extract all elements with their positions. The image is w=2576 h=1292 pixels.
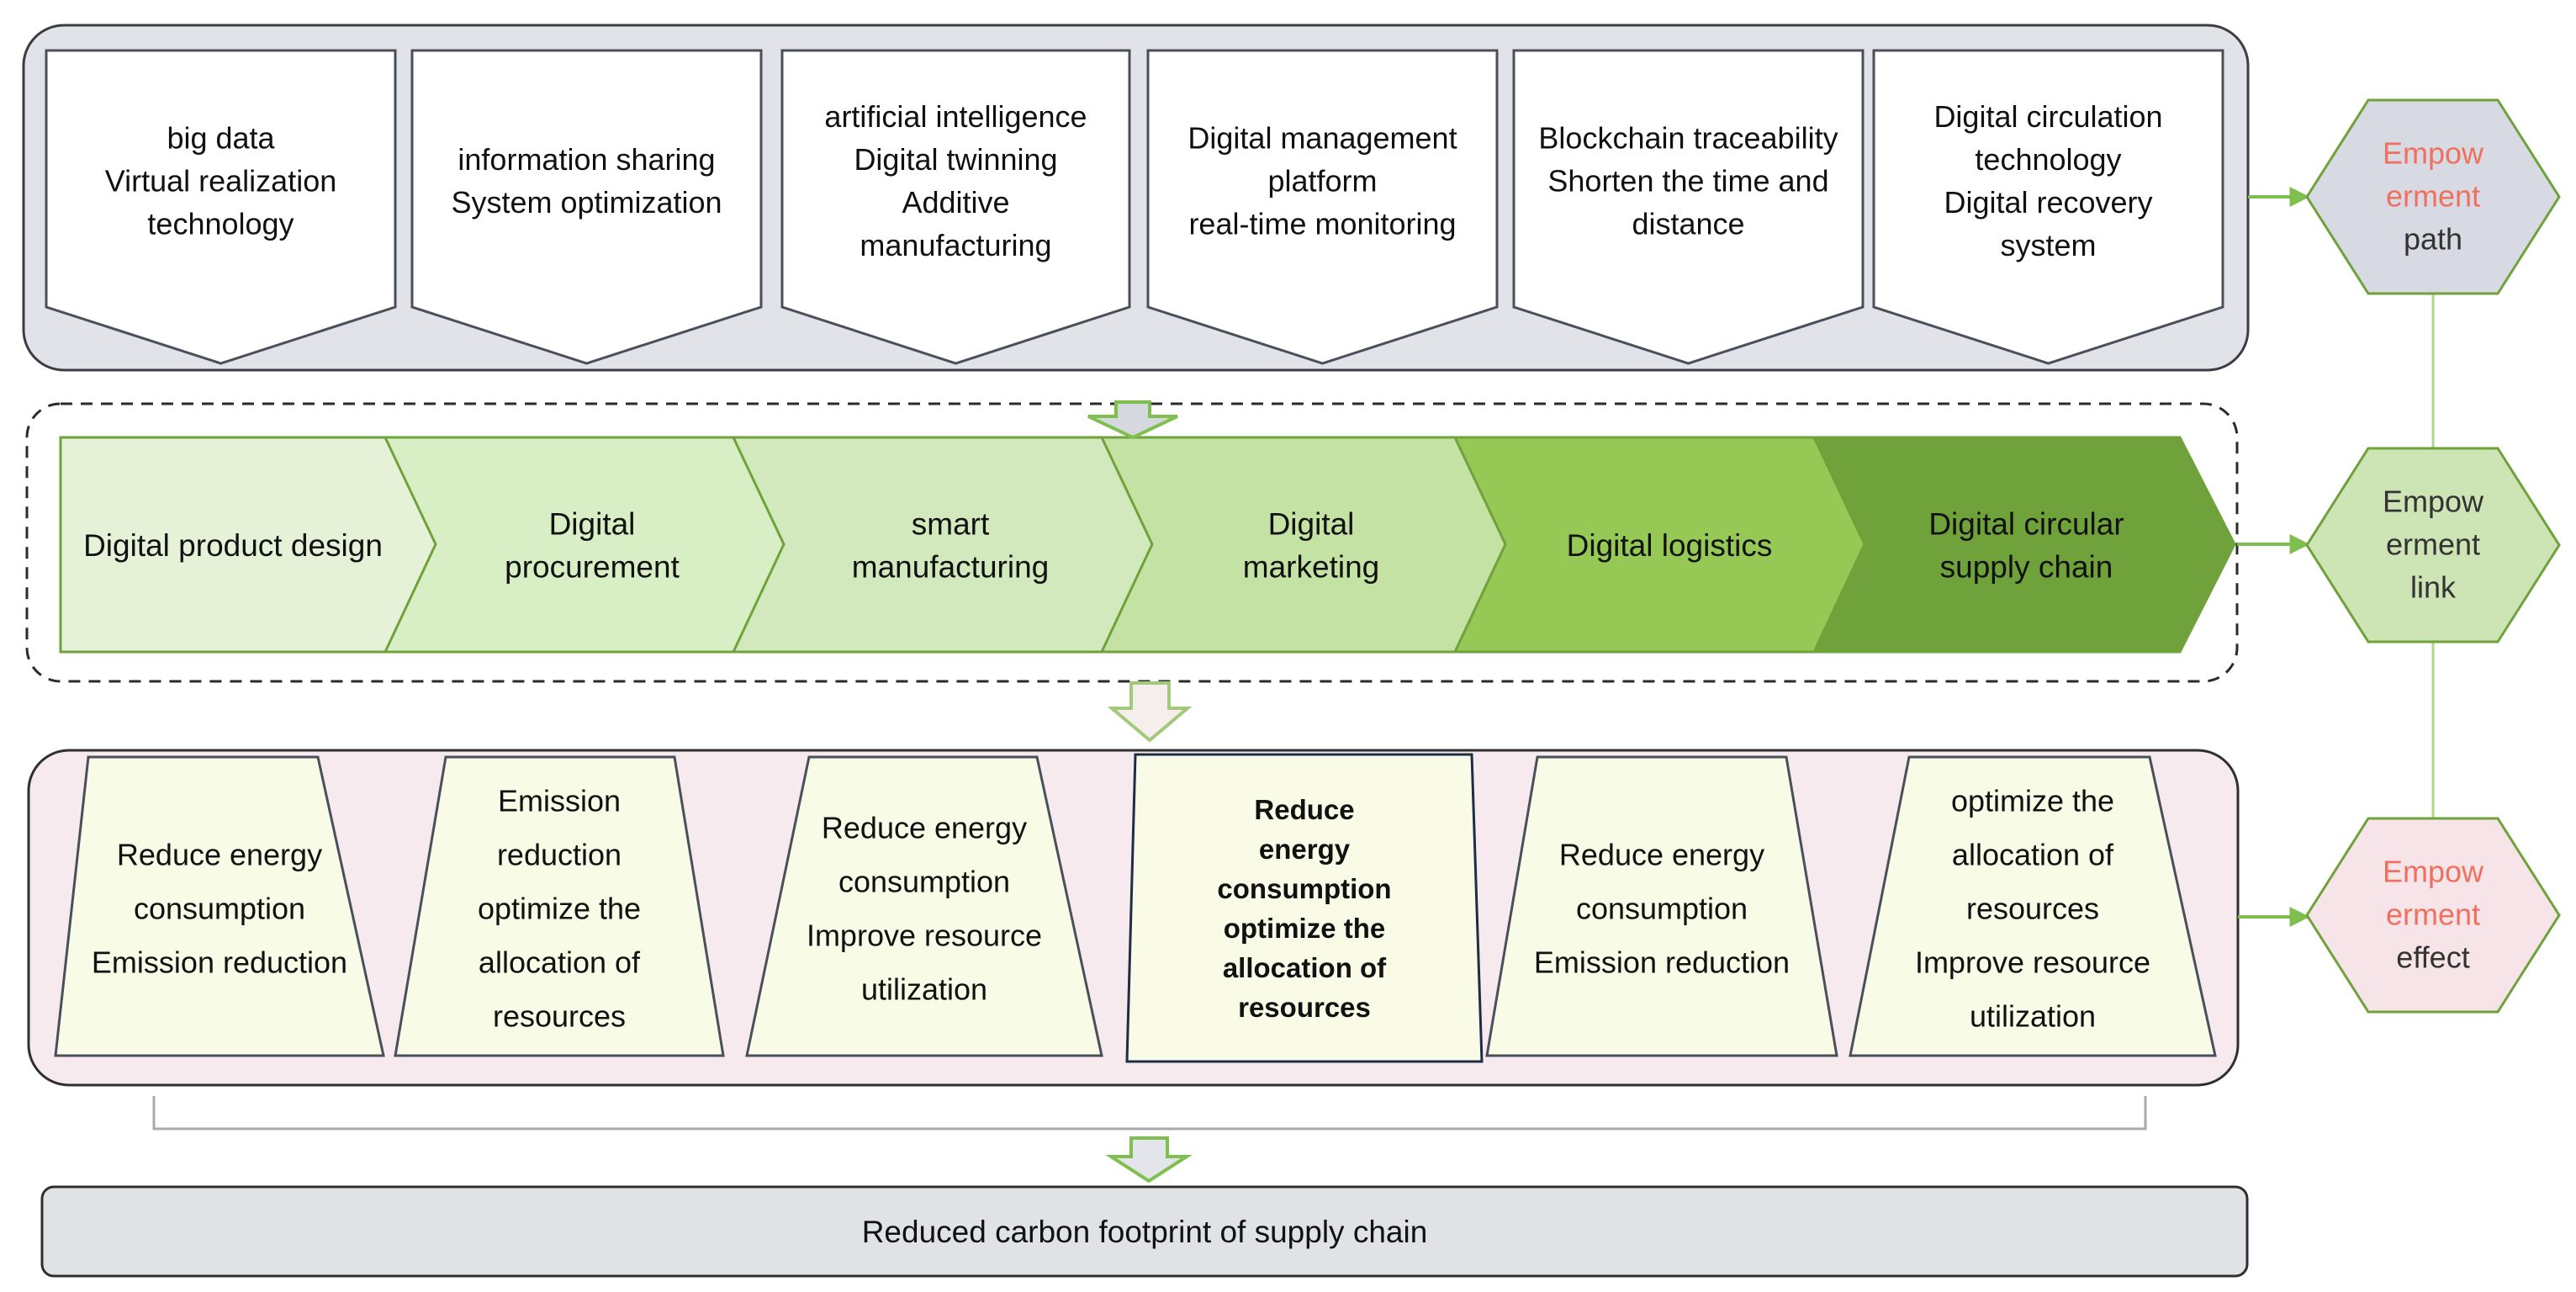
effect-label: Improve resource bbox=[1915, 945, 2150, 980]
effect-label: resources bbox=[1966, 892, 2099, 926]
technology-box bbox=[410, 49, 763, 365]
stage-label: smart bbox=[912, 506, 990, 541]
hexagon-label: path bbox=[2404, 222, 2462, 257]
effect-label: optimize the bbox=[1951, 784, 2114, 818]
technology-label: System optimization bbox=[451, 185, 722, 220]
effect-label: resources bbox=[1238, 992, 1371, 1023]
effect-label: consumption bbox=[838, 865, 1010, 899]
technology-label: technology bbox=[1975, 142, 2121, 177]
effect-label: consumption bbox=[1576, 892, 1748, 926]
result-panel bbox=[40, 1185, 2249, 1278]
hexagon-label: effect bbox=[2396, 940, 2469, 975]
effect-label: Improve resource bbox=[807, 919, 1042, 953]
effect-label: allocation of bbox=[479, 945, 641, 980]
stage-label: Digital circular bbox=[1928, 506, 2124, 541]
effect-label: energy bbox=[1259, 834, 1351, 865]
technology-label: big data bbox=[167, 121, 275, 156]
technology-label: system bbox=[2000, 228, 2096, 262]
stage-label: Digital bbox=[1268, 506, 1355, 541]
stage-label: marketing bbox=[1243, 549, 1379, 584]
technology-label: Digital twinning bbox=[854, 142, 1057, 177]
effect-label: utilization bbox=[1970, 999, 2096, 1034]
stage-label: Digital product design bbox=[83, 528, 383, 563]
effect-label: allocation of bbox=[1223, 952, 1387, 983]
stage-group: Digital product design Digital procurement… bbox=[59, 436, 2236, 654]
down-arrow-2-icon bbox=[1107, 681, 1193, 743]
stage-chevron bbox=[731, 436, 1156, 654]
hexagon-accent-label: erment bbox=[2386, 898, 2480, 932]
stage-label: manufacturing bbox=[852, 549, 1049, 584]
effect-label: utilization bbox=[861, 972, 987, 1007]
effect-label: consumption bbox=[1217, 873, 1391, 904]
technology-label: Digital circulation bbox=[1933, 99, 2162, 134]
technology-box bbox=[1146, 49, 1499, 365]
hexagon-label: erment bbox=[2386, 527, 2480, 562]
technology-box bbox=[1512, 49, 1865, 365]
hexagon-accent-label: Empow bbox=[2383, 855, 2484, 889]
effect-label: Reduce energy bbox=[117, 838, 322, 872]
effect-box bbox=[745, 755, 1103, 1057]
empowerment-hexagon bbox=[2305, 447, 2561, 643]
effect-label: optimize the bbox=[1224, 913, 1386, 944]
hexagon-accent-label: Empow bbox=[2383, 136, 2484, 171]
technology-label: Blockchain traceability bbox=[1538, 121, 1838, 156]
empowerment-hexagon bbox=[2305, 98, 2561, 295]
stage-label: Digital logistics bbox=[1567, 528, 1773, 563]
technology-label: Virtual realization bbox=[105, 164, 336, 199]
technology-label: Additive bbox=[902, 185, 1009, 220]
stage-label: supply chain bbox=[1940, 549, 2113, 584]
technology-label: Digital recovery bbox=[1944, 185, 2152, 220]
effect-label: Reduce energy bbox=[1559, 838, 1764, 872]
technology-label: Shorten the time and bbox=[1547, 164, 1828, 199]
empowerment-hexagons: EmpowermentpathEmpowermentlinkEmpowermen… bbox=[2305, 98, 2561, 1014]
empowerment-hexagon bbox=[2305, 817, 2561, 1014]
effect-box bbox=[1485, 755, 1838, 1057]
effect-label: consumption bbox=[134, 892, 305, 926]
effect-label: optimize the bbox=[478, 892, 641, 926]
effect-label: reduction bbox=[497, 838, 622, 872]
technology-label: Digital management bbox=[1187, 121, 1457, 156]
technology-box bbox=[780, 49, 1131, 365]
effect-label: Emission bbox=[498, 784, 621, 818]
down-arrow-3-icon bbox=[1105, 1136, 1193, 1183]
effect-box bbox=[394, 755, 725, 1057]
hexagon-accent-label: erment bbox=[2386, 179, 2480, 214]
technology-label: artificial intelligence bbox=[824, 99, 1087, 134]
technology-label: distance bbox=[1632, 207, 1744, 241]
effect-label: Emission reduction bbox=[1534, 945, 1790, 980]
stage-chevron bbox=[1099, 436, 1510, 654]
technology-label: real-time monitoring bbox=[1188, 207, 1456, 241]
effect-label: allocation of bbox=[1952, 838, 2114, 872]
stage-label: Digital bbox=[549, 506, 636, 541]
stage-chevron bbox=[383, 436, 788, 654]
hexagon-label: link bbox=[2410, 570, 2457, 605]
stage-chevron bbox=[1812, 436, 2236, 654]
hexagon-label: Empow bbox=[2383, 484, 2484, 519]
technology-box bbox=[45, 49, 397, 365]
down-arrow-1-icon bbox=[1087, 400, 1178, 440]
effect-box bbox=[1849, 755, 2217, 1057]
effect-label: Emission reduction bbox=[92, 945, 347, 980]
technology-label: platform bbox=[1267, 164, 1377, 199]
technology-label: information sharing bbox=[458, 142, 715, 177]
technology-box bbox=[1872, 49, 2224, 365]
stage-label: procurement bbox=[505, 549, 680, 584]
bracket-line bbox=[152, 1096, 2147, 1130]
technology-label: manufacturing bbox=[860, 228, 1051, 262]
effect-box bbox=[54, 755, 385, 1057]
effect-label: Reduce energy bbox=[822, 811, 1027, 845]
technology-label: technology bbox=[147, 207, 294, 241]
result-label: Reduced carbon footprint of supply chain bbox=[862, 1215, 1428, 1249]
effect-label: Reduce bbox=[1254, 794, 1354, 825]
effect-label: resources bbox=[493, 999, 626, 1034]
effect-box bbox=[1125, 753, 1484, 1063]
